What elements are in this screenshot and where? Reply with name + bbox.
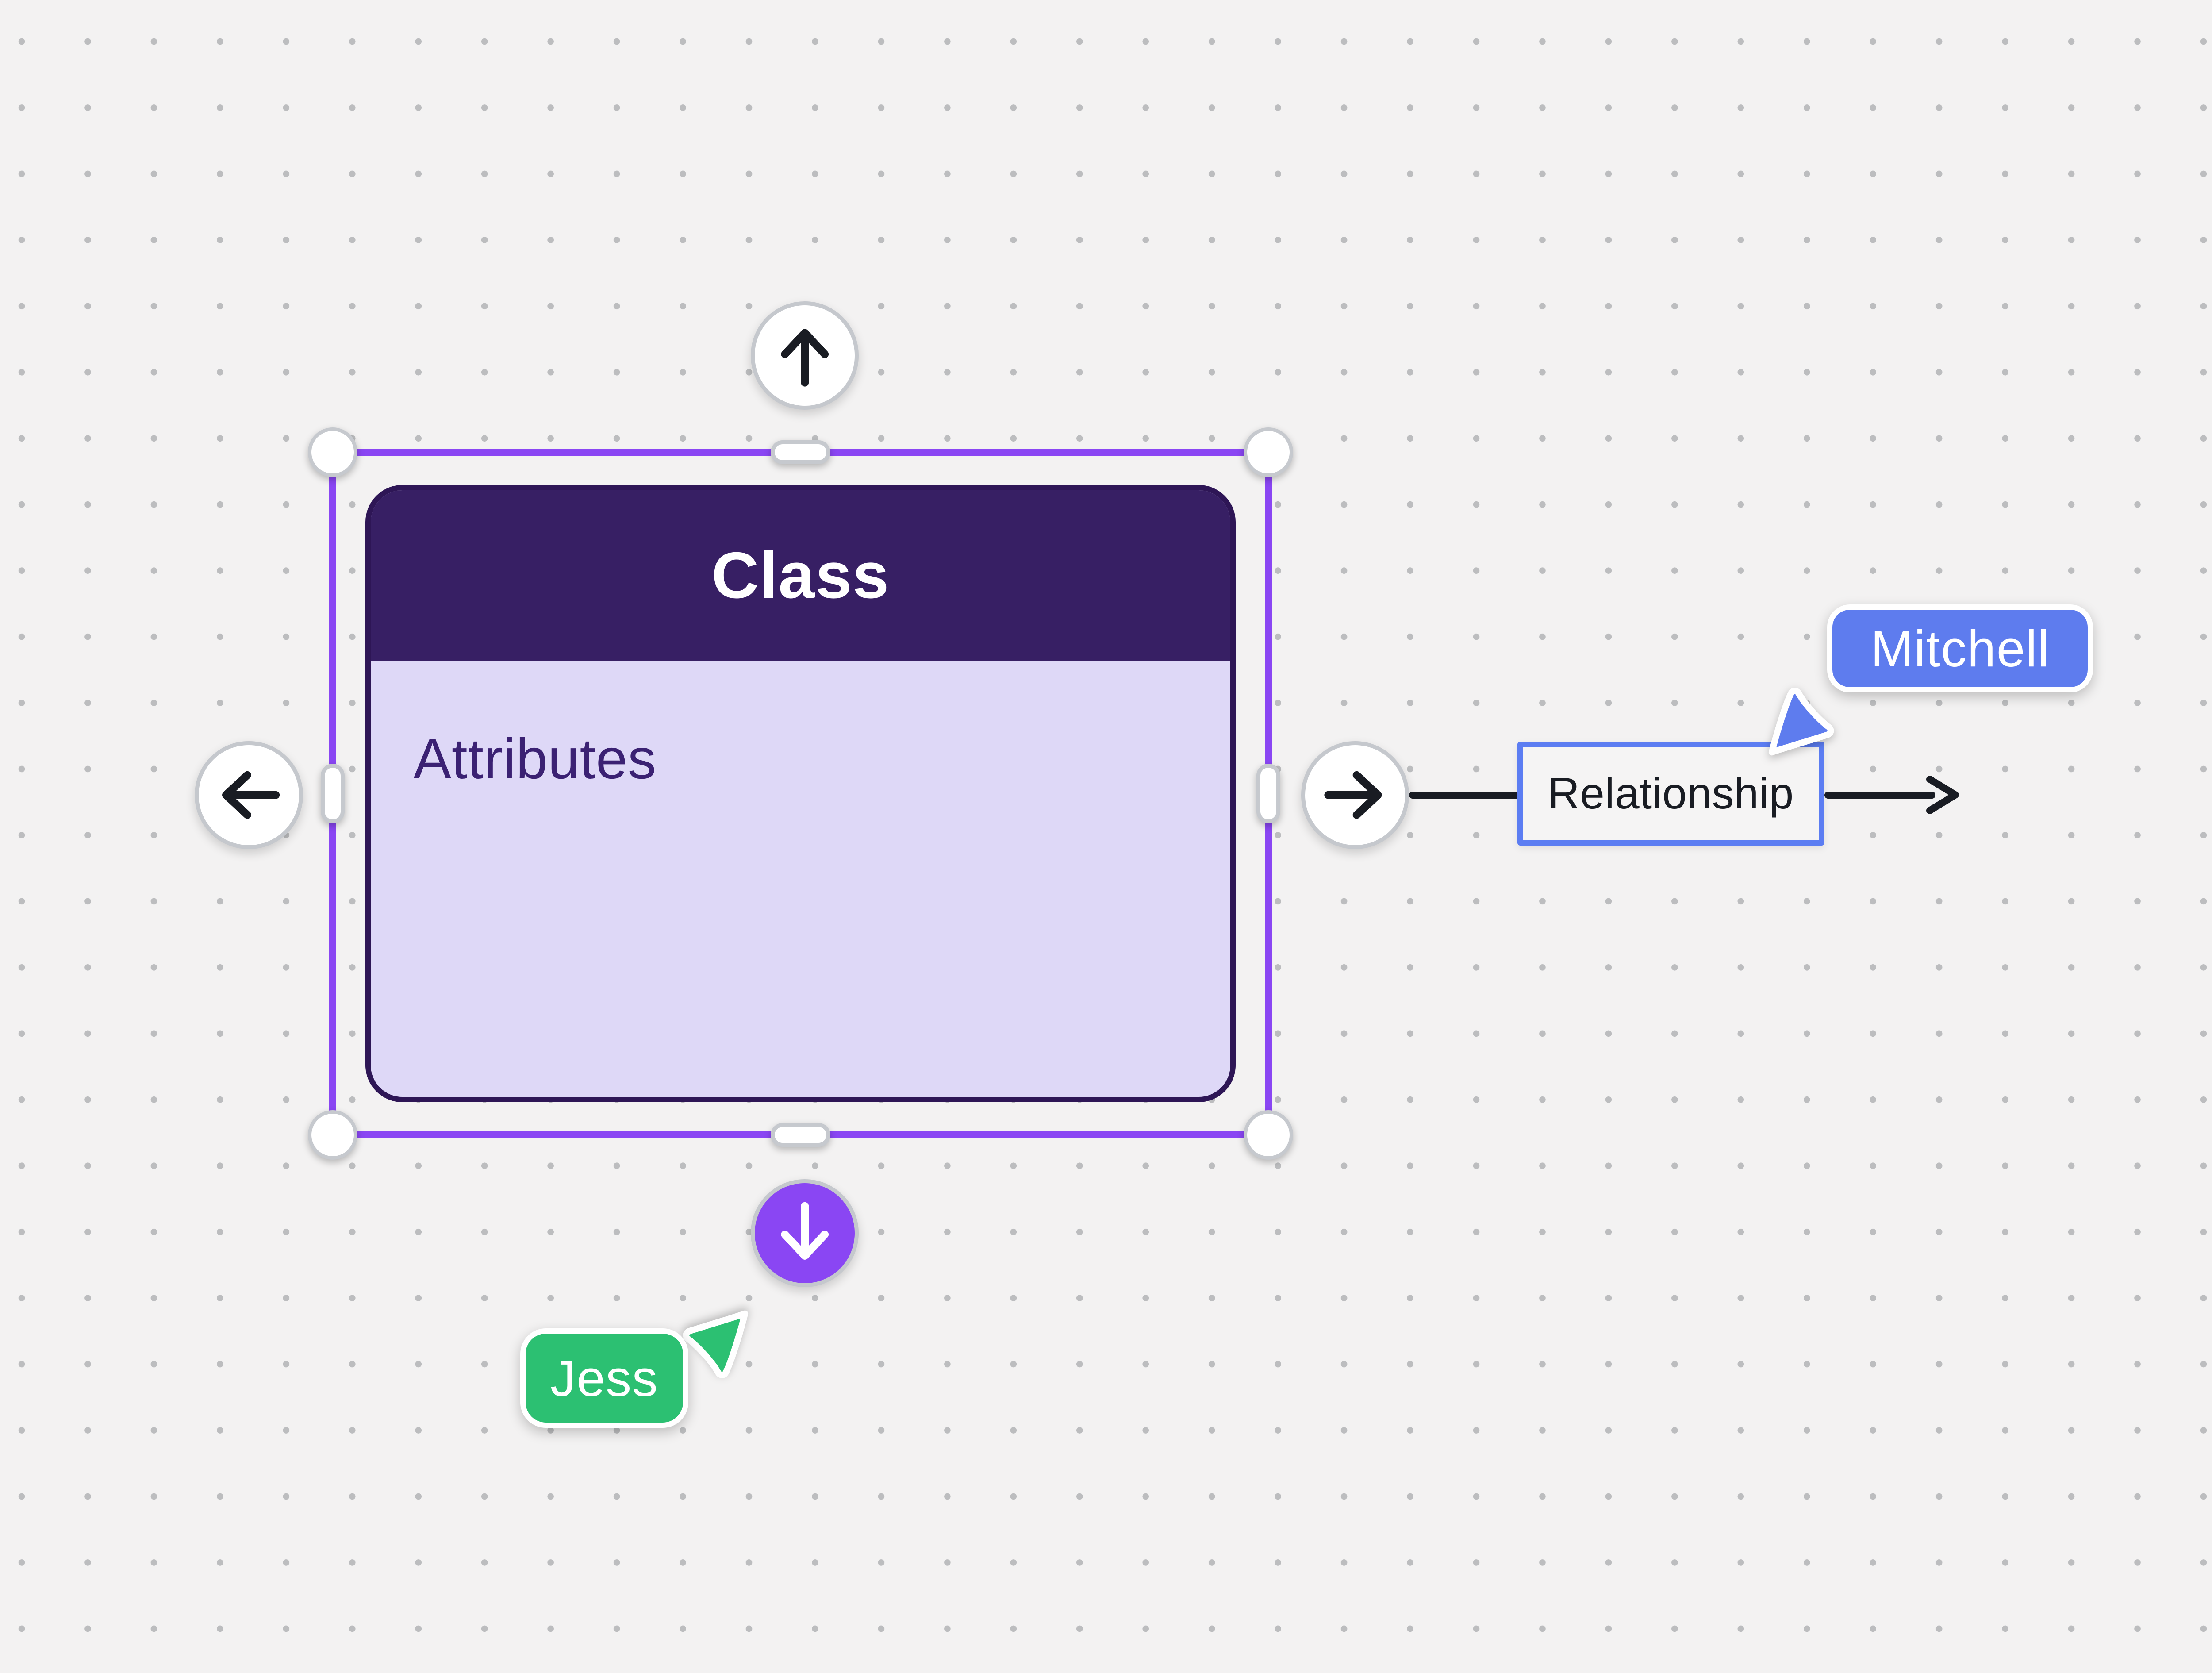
arrow-right-icon xyxy=(1324,766,1386,823)
add-shape-left-button[interactable] xyxy=(195,741,303,849)
add-shape-up-button[interactable] xyxy=(751,301,859,410)
arrow-left-icon xyxy=(218,766,280,823)
arrow-down-icon xyxy=(776,1202,833,1264)
resize-handle-bottom[interactable] xyxy=(771,1123,831,1147)
connector-line-start xyxy=(1409,791,1521,799)
class-shape-header: Class xyxy=(371,490,1231,661)
cursor-pointer-icon xyxy=(676,1299,756,1384)
resize-handle-top[interactable] xyxy=(771,440,831,465)
collaborator-badge-jess: Jess xyxy=(520,1328,688,1428)
arrow-up-icon xyxy=(776,324,833,387)
resize-handle-bottom-left[interactable] xyxy=(307,1110,358,1160)
connector-line-end xyxy=(1824,791,1936,799)
cursor-pointer-icon xyxy=(1761,682,1841,767)
relationship-label-box[interactable]: Relationship xyxy=(1517,742,1824,846)
resize-handle-bottom-right[interactable] xyxy=(1243,1110,1294,1160)
resize-handle-top-right[interactable] xyxy=(1243,427,1294,477)
add-shape-down-button[interactable] xyxy=(751,1179,859,1287)
collaborator-name: Jess xyxy=(550,1349,659,1407)
resize-handle-top-left[interactable] xyxy=(307,427,358,477)
resize-handle-right[interactable] xyxy=(1256,764,1281,824)
class-title: Class xyxy=(711,538,890,612)
collaborator-name: Mitchell xyxy=(1870,619,2050,677)
relationship-label: Relationship xyxy=(1548,769,1794,818)
arrowhead-right-icon xyxy=(1923,772,1962,823)
class-shape[interactable]: Class Attributes xyxy=(365,485,1236,1103)
class-attributes-label: Attributes xyxy=(413,727,657,791)
resize-handle-left[interactable] xyxy=(320,764,345,824)
collaborator-badge-mitchell: Mitchell xyxy=(1827,604,2093,693)
add-shape-right-button[interactable] xyxy=(1301,741,1409,849)
class-shape-body: Attributes xyxy=(371,661,1230,792)
